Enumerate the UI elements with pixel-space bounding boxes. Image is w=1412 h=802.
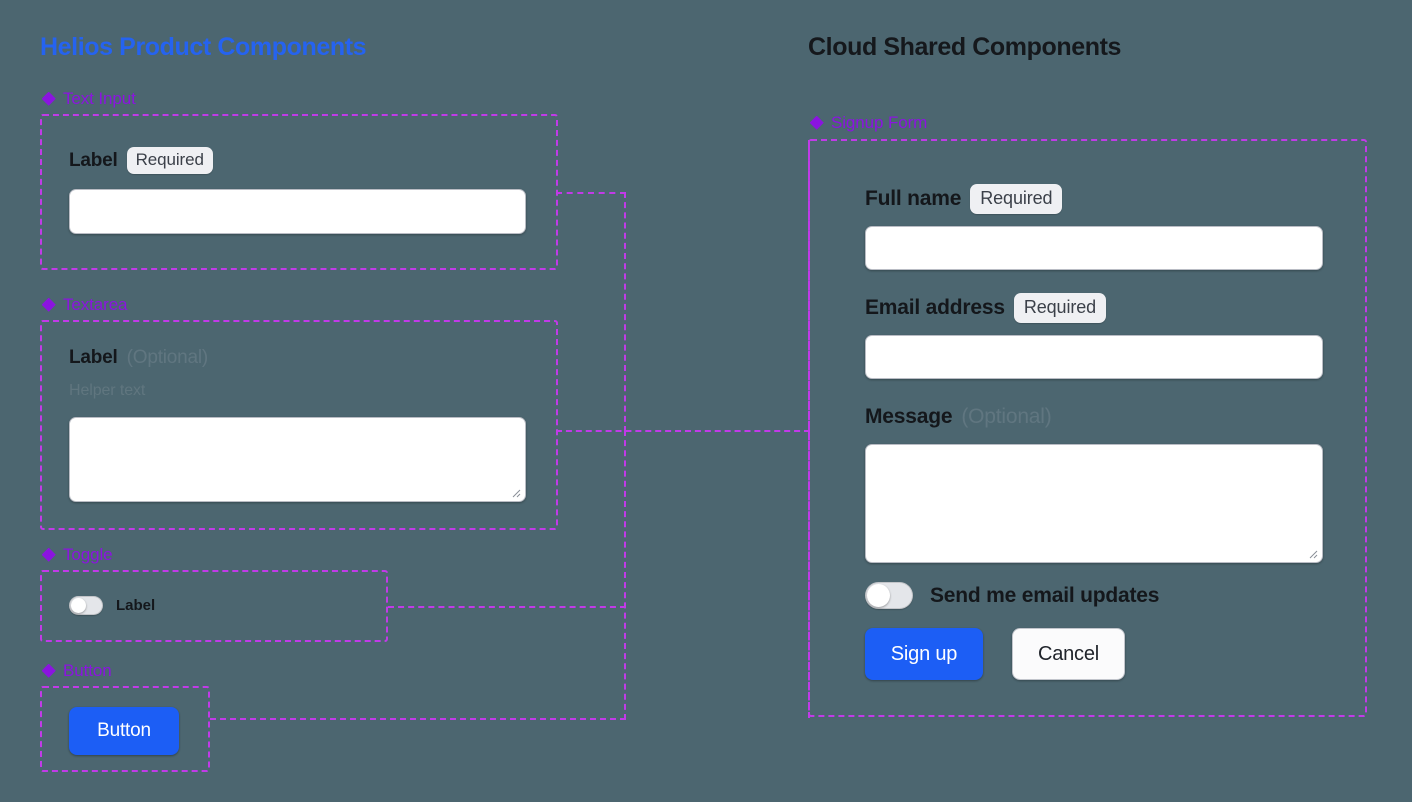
email-address-label: Email address — [865, 296, 1005, 319]
component-box-toggle: Label — [40, 570, 388, 642]
textarea-field[interactable] — [69, 417, 526, 502]
email-updates-row: Send me email updates — [865, 582, 1159, 609]
textarea-label: Label — [69, 347, 118, 368]
section-label-button: Button — [42, 661, 112, 681]
component-box-signup-form: Full name Required Email address Require… — [808, 139, 1367, 717]
connector-trunk-vertical — [624, 430, 626, 720]
message-wrapper — [865, 444, 1323, 563]
section-label-toggle: Toggle — [42, 545, 113, 565]
text-input-label-row: Label Required — [69, 147, 213, 174]
section-label-text: Textarea — [63, 295, 128, 314]
connector-text-input-vertical — [624, 192, 626, 432]
section-label-signup-form: Signup Form — [810, 113, 927, 133]
component-diamond-icon — [810, 116, 824, 130]
email-address-label-row: Email address Required — [865, 293, 1107, 323]
toggle-switch[interactable] — [69, 596, 103, 615]
message-textarea[interactable] — [865, 444, 1323, 563]
textarea-helper-text: Helper text — [69, 382, 146, 399]
sign-up-button[interactable]: Sign up — [865, 628, 983, 680]
toggle-knob — [867, 584, 890, 607]
connector-text-input-horizontal — [556, 192, 626, 194]
left-column-heading: Helios Product Components — [40, 33, 367, 61]
text-input-required-badge: Required — [126, 147, 213, 174]
textarea-label-row: Label (Optional) — [69, 347, 208, 369]
component-box-text-input: Label Required — [40, 114, 558, 270]
text-input-label: Label — [69, 149, 118, 171]
toggle-knob — [71, 598, 86, 613]
text-input-field[interactable] — [69, 189, 526, 234]
right-column-heading: Cloud Shared Components — [808, 33, 1122, 61]
email-updates-label: Send me email updates — [930, 583, 1160, 607]
component-diamond-icon — [42, 548, 56, 562]
email-updates-toggle[interactable] — [865, 582, 913, 609]
textarea-optional-tag: (Optional) — [126, 347, 209, 368]
section-label-text: Button — [63, 661, 112, 680]
toggle-row: Label — [69, 596, 155, 615]
connector-toggle-horizontal — [388, 606, 626, 608]
full-name-label: Full name — [865, 187, 962, 210]
component-diamond-icon — [42, 298, 56, 312]
full-name-label-row: Full name Required — [865, 184, 1063, 214]
component-diamond-icon — [42, 92, 56, 106]
toggle-label: Label — [116, 597, 156, 614]
section-label-text: Signup Form — [831, 113, 928, 132]
component-box-button: Button — [40, 686, 210, 772]
component-diamond-icon — [42, 664, 56, 678]
section-label-text: Toggle — [63, 545, 113, 564]
message-label-row: Message (Optional) — [865, 405, 1052, 429]
full-name-input[interactable] — [865, 226, 1323, 270]
cancel-button[interactable]: Cancel — [1012, 628, 1125, 680]
message-label: Message — [865, 405, 953, 428]
message-optional-tag: (Optional) — [961, 405, 1052, 428]
email-address-required-badge: Required — [1013, 293, 1107, 323]
connector-button-horizontal — [210, 718, 626, 720]
demo-button[interactable]: Button — [69, 707, 179, 755]
section-label-text: Text Input — [63, 89, 136, 108]
component-box-textarea: Label (Optional) Helper text — [40, 320, 558, 530]
section-label-textarea: Textarea — [42, 295, 128, 315]
full-name-required-badge: Required — [970, 184, 1063, 214]
email-address-input[interactable] — [865, 335, 1323, 379]
connector-textarea-horizontal — [556, 430, 810, 432]
section-label-text-input: Text Input — [42, 89, 136, 109]
textarea-wrapper — [69, 417, 526, 502]
